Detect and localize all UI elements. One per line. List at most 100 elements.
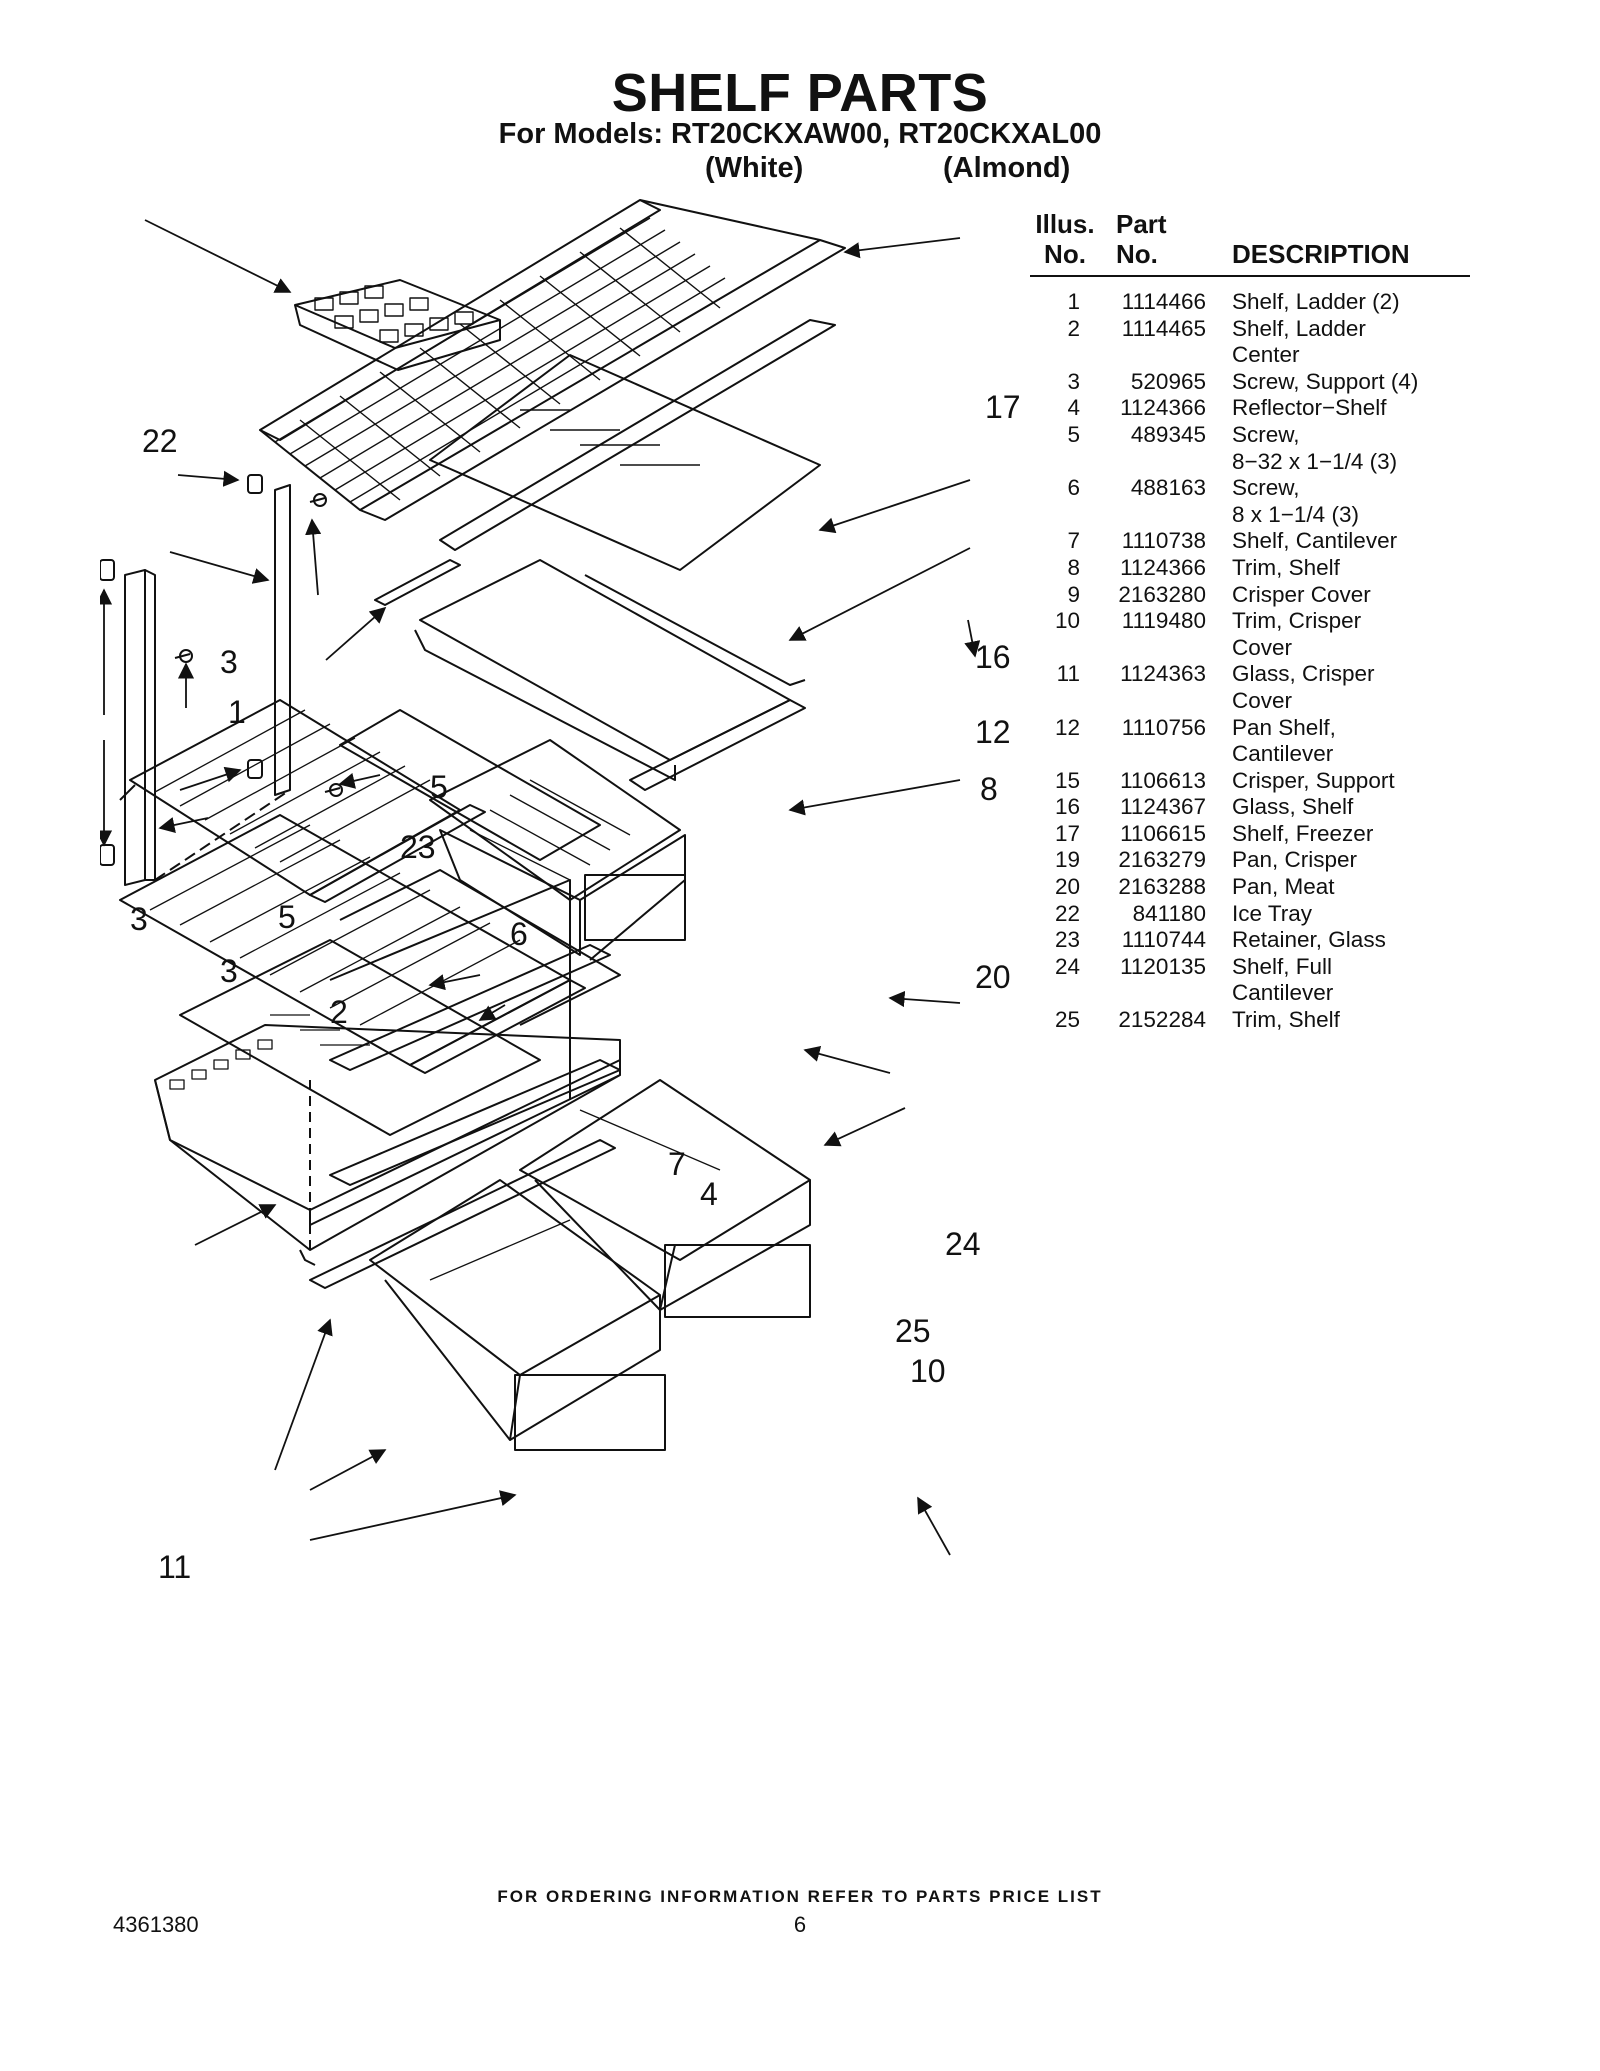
parts-table-header: Illus. No. Part No. DESCRIPTION <box>1030 205 1470 277</box>
cantilever-shelves-drawing <box>119 699 621 1074</box>
part-no-cell <box>1080 342 1206 369</box>
part-no-cell: 489345 <box>1130 421 1206 447</box>
models-subtitle: For Models: RT20CKXAW00, RT20CKXAL00 <box>498 118 1102 150</box>
callout-3-a: 3 <box>220 644 238 680</box>
description-cell: Pan, Meat <box>1232 874 1335 900</box>
table-row: 23 1110744 Retainer, Glass <box>1030 927 1470 954</box>
callout-2: 2 <box>330 994 348 1030</box>
description-cell: Crisper, Support <box>1232 767 1395 793</box>
illus-no-cell <box>1030 741 1080 768</box>
callout-5-b: 5 <box>278 899 296 935</box>
part-no-cell <box>1080 635 1206 662</box>
part-no-cell: 2163288 <box>1118 874 1206 900</box>
callout-11: 11 <box>158 1549 191 1585</box>
table-row: 11 1124363 Glass, Crisper <box>1030 661 1470 688</box>
description-cell: 8−32 x 1−1/4 (3) <box>1232 448 1398 474</box>
table-row: 16 1124367 Glass, Shelf <box>1030 794 1470 821</box>
part-no-cell: 1106613 <box>1120 767 1206 793</box>
table-row: Cantilever <box>1030 741 1470 768</box>
callout-1: 1 <box>228 694 246 730</box>
table-row: 8−32 x 1−1/4 (3) <box>1030 449 1470 476</box>
table-row: 20 2163288 Pan, Meat <box>1030 874 1470 901</box>
callout-25: 25 <box>895 1313 931 1349</box>
part-no-cell <box>1080 688 1206 715</box>
part-no-cell: 1110744 <box>1121 927 1206 953</box>
part-no-cell <box>1080 449 1206 476</box>
illus-no-cell: 9 <box>1067 581 1080 607</box>
description-cell: Cover <box>1232 634 1293 660</box>
illus-no-cell: 20 <box>1054 874 1080 900</box>
description-cell: Trim, Shelf <box>1232 554 1340 580</box>
illus-no-cell <box>1030 635 1080 662</box>
description-cell: Cantilever <box>1232 741 1334 767</box>
crisper-cover-drawing <box>154 879 621 1289</box>
description-cell: Retainer, Glass <box>1232 927 1386 953</box>
callout-20: 20 <box>975 959 1011 995</box>
description-cell: Shelf, Ladder <box>1232 315 1366 341</box>
part-no-cell: 1124363 <box>1120 661 1206 687</box>
description-cell: Glass, Crisper <box>1232 661 1375 687</box>
callout-23: 23 <box>400 829 436 865</box>
description-cell: Screw, <box>1232 475 1300 501</box>
part-no-cell: 2163279 <box>1118 847 1206 873</box>
illus-no-cell: 23 <box>1054 927 1080 953</box>
color-white-label: (White) <box>705 152 804 184</box>
ice-tray-drawing <box>294 279 501 371</box>
part-no-cell: 1114465 <box>1121 315 1206 341</box>
illus-no-cell: 4 <box>1067 395 1080 421</box>
callout-16: 16 <box>975 639 1011 675</box>
glass-shelf-drawing <box>429 354 821 571</box>
illus-no-cell: 16 <box>1054 794 1080 820</box>
page-title: SHELF PARTS <box>611 63 989 123</box>
description-cell: Center <box>1232 342 1300 368</box>
description-cell: Pan Shelf, <box>1232 714 1336 740</box>
freezer-shelf-drawing <box>259 199 846 551</box>
illus-no-cell: 24 <box>1054 953 1080 979</box>
illus-no-cell <box>1030 342 1080 369</box>
description-cell: Crisper Cover <box>1232 581 1371 607</box>
illus-no-cell: 3 <box>1067 368 1080 394</box>
table-row: 9 2163280 Crisper Cover <box>1030 582 1470 609</box>
callout-8: 8 <box>980 771 998 807</box>
description-cell: Shelf, Ladder (2) <box>1232 289 1400 314</box>
illus-no-cell <box>1030 449 1080 476</box>
illus-no-cell: 11 <box>1056 661 1080 687</box>
description-cell: Reflector−Shelf <box>1232 395 1387 421</box>
part-no-cell <box>1080 980 1206 1007</box>
description-cell: Trim, Crisper <box>1232 608 1362 634</box>
illus-no-cell: 5 <box>1067 421 1080 447</box>
crisper-pans-drawing <box>369 1079 811 1451</box>
part-no-cell: 1124367 <box>1120 794 1206 820</box>
callout-10: 10 <box>910 1353 946 1389</box>
part-no-cell: 1114466 <box>1121 289 1206 314</box>
part-no-cell: 2152284 <box>1118 1007 1206 1033</box>
description-cell: Cover <box>1232 687 1293 713</box>
exploded-parts-diagram: 22 17 3 1 5 16 12 23 8 3 5 3 6 2 20 7 4 … <box>100 199 1021 1585</box>
callout-4: 4 <box>700 1176 718 1212</box>
illus-no-cell: 19 <box>1054 847 1080 873</box>
illus-no-cell <box>1030 980 1080 1007</box>
description-cell: Shelf, Cantilever <box>1232 528 1398 554</box>
table-row: Center <box>1030 342 1470 369</box>
illus-no-cell: 7 <box>1067 528 1080 554</box>
color-almond-label: (Almond) <box>943 152 1071 184</box>
callout-7: 7 <box>668 1146 686 1182</box>
description-header: DESCRIPTION <box>1232 239 1410 269</box>
part-no-cell: 2163280 <box>1118 581 1206 607</box>
description-cell: Pan, Crisper <box>1232 847 1358 873</box>
table-row: 19 2163279 Pan, Crisper <box>1030 847 1470 874</box>
callout-6: 6 <box>510 916 528 952</box>
description-cell: Glass, Shelf <box>1232 794 1354 820</box>
table-row: Cantilever <box>1030 980 1470 1007</box>
part-no-cell: 1106615 <box>1120 820 1206 846</box>
